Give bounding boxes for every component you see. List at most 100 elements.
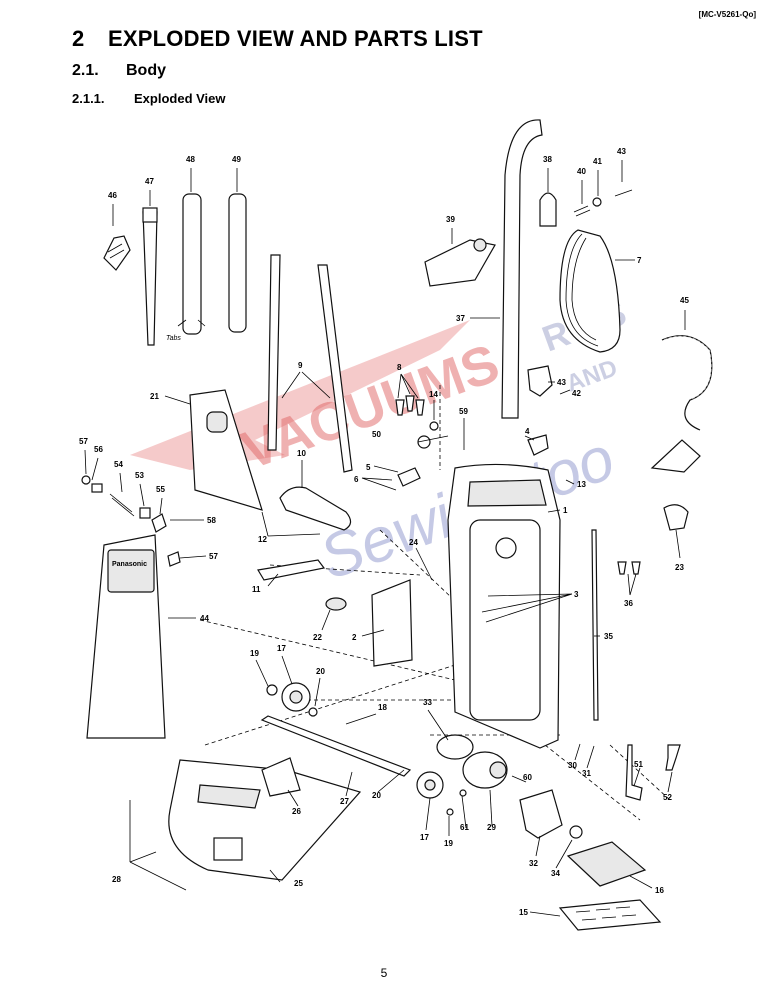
part-wand-upper: Tabs	[166, 193, 206, 342]
document-code: [MC-V5261-Qo]	[698, 10, 756, 19]
callout-37: 37	[456, 314, 465, 323]
part-hose-end	[103, 235, 131, 271]
callout-51: 51	[634, 760, 643, 769]
part-handle-rails	[267, 254, 353, 473]
part-handle-grip	[424, 238, 496, 287]
subsection-heading: 2.1. Body	[72, 62, 166, 80]
callout-10: 10	[297, 449, 306, 458]
part-spacer	[569, 825, 583, 839]
callout-27: 27	[340, 797, 349, 806]
callout-32: 32	[529, 859, 538, 868]
part-handle-tube	[501, 119, 543, 419]
callout-28: 28	[112, 875, 121, 884]
callout-9: 9	[298, 361, 303, 370]
callout-1: 1	[563, 506, 568, 515]
part-bag-collar	[325, 597, 347, 611]
part-bent-tubes	[625, 744, 681, 801]
section-heading: 2 EXPLODED VIEW AND PARTS LIST	[72, 26, 483, 52]
part-bumper-plate	[261, 757, 301, 797]
part-bag-cover: Panasonic	[86, 534, 166, 739]
callout-19-right: 19	[444, 839, 453, 848]
callout-5: 5	[366, 463, 371, 472]
callout-31: 31	[582, 769, 591, 778]
callout-24: 24	[409, 538, 418, 547]
part-main-body	[447, 463, 561, 749]
callout-45: 45	[680, 296, 689, 305]
callout-42: 42	[572, 389, 581, 398]
part-pulley-front	[266, 682, 318, 717]
callout-57-bottom: 57	[209, 552, 218, 561]
callout-61: 61	[460, 823, 469, 832]
part-pulley-rear	[416, 771, 454, 816]
leader-lines	[84, 160, 686, 917]
callout-14: 14	[429, 390, 438, 399]
page-number: 5	[380, 966, 388, 980]
subsection-number: 2.1.	[72, 62, 99, 79]
part-carry-handle	[279, 486, 352, 531]
part-springs-left	[81, 475, 181, 567]
callout-29: 29	[487, 823, 496, 832]
callout-60: 60	[523, 773, 532, 782]
callout-21: 21	[150, 392, 159, 401]
callout-labels: 46 47 48 49 39 38 40 41 43 7 45 37 43 42…	[79, 147, 689, 917]
callout-12: 12	[258, 535, 267, 544]
callout-39: 39	[446, 215, 455, 224]
part-motor-bracket	[519, 789, 563, 839]
callout-25: 25	[294, 879, 303, 888]
callout-43-mid: 43	[557, 378, 566, 387]
part-caps	[395, 395, 439, 449]
callout-46: 46	[108, 191, 117, 200]
subsubsection-number: 2.1.1.	[72, 91, 105, 106]
part-fan-ring	[436, 734, 474, 760]
callout-17-right: 17	[420, 833, 429, 842]
callout-6: 6	[354, 475, 359, 484]
callout-2: 2	[352, 633, 357, 642]
part-power-cord	[559, 229, 621, 353]
part-long-rod	[591, 529, 599, 721]
callout-13: 13	[577, 480, 586, 489]
callout-17-left: 17	[277, 644, 286, 653]
callout-36: 36	[624, 599, 633, 608]
subsection-title: Body	[126, 62, 166, 79]
part-motor	[459, 751, 508, 797]
part-screws	[617, 561, 641, 575]
callout-35: 35	[604, 632, 613, 641]
callout-34: 34	[551, 869, 560, 878]
part-wand-lower	[228, 193, 247, 333]
callout-30: 30	[568, 761, 577, 770]
part-brush-roll	[260, 715, 412, 777]
part-spring-screw	[573, 189, 633, 217]
callout-22: 22	[313, 633, 322, 642]
callout-40: 40	[577, 167, 586, 176]
part-filter-holder	[371, 579, 413, 667]
callout-20-left: 20	[316, 667, 325, 676]
callout-19-left: 19	[250, 649, 259, 658]
callout-23: 23	[675, 563, 684, 572]
part-bag-holder	[189, 389, 263, 511]
callout-59: 59	[459, 407, 468, 416]
section-title: EXPLODED VIEW AND PARTS LIST	[108, 26, 483, 51]
subsubsection-title: Exploded View	[134, 91, 226, 106]
callout-8: 8	[397, 363, 402, 372]
callout-55: 55	[156, 485, 165, 494]
exploded-view-diagram: VACUUMS R US AND Sewing too Tabs	[79, 119, 713, 931]
part-crevice-tool	[142, 207, 158, 346]
callout-3: 3	[574, 590, 579, 599]
part-cord-hook	[539, 192, 557, 227]
subsubsection-heading: 2.1.1. Exploded View	[72, 91, 226, 106]
callout-44: 44	[200, 614, 209, 623]
section-number: 2	[72, 26, 85, 51]
part-hose	[650, 335, 713, 473]
callout-56: 56	[94, 445, 103, 454]
part-base-housing	[168, 759, 362, 881]
callout-26: 26	[292, 807, 301, 816]
callout-41: 41	[593, 157, 602, 166]
callout-15: 15	[519, 908, 528, 917]
callout-53: 53	[135, 471, 144, 480]
callout-52: 52	[663, 793, 672, 802]
part-seal	[663, 504, 689, 531]
part-grille	[558, 899, 662, 931]
callout-33: 33	[423, 698, 432, 707]
part-cord-clip	[527, 365, 553, 397]
callout-18: 18	[378, 703, 387, 712]
